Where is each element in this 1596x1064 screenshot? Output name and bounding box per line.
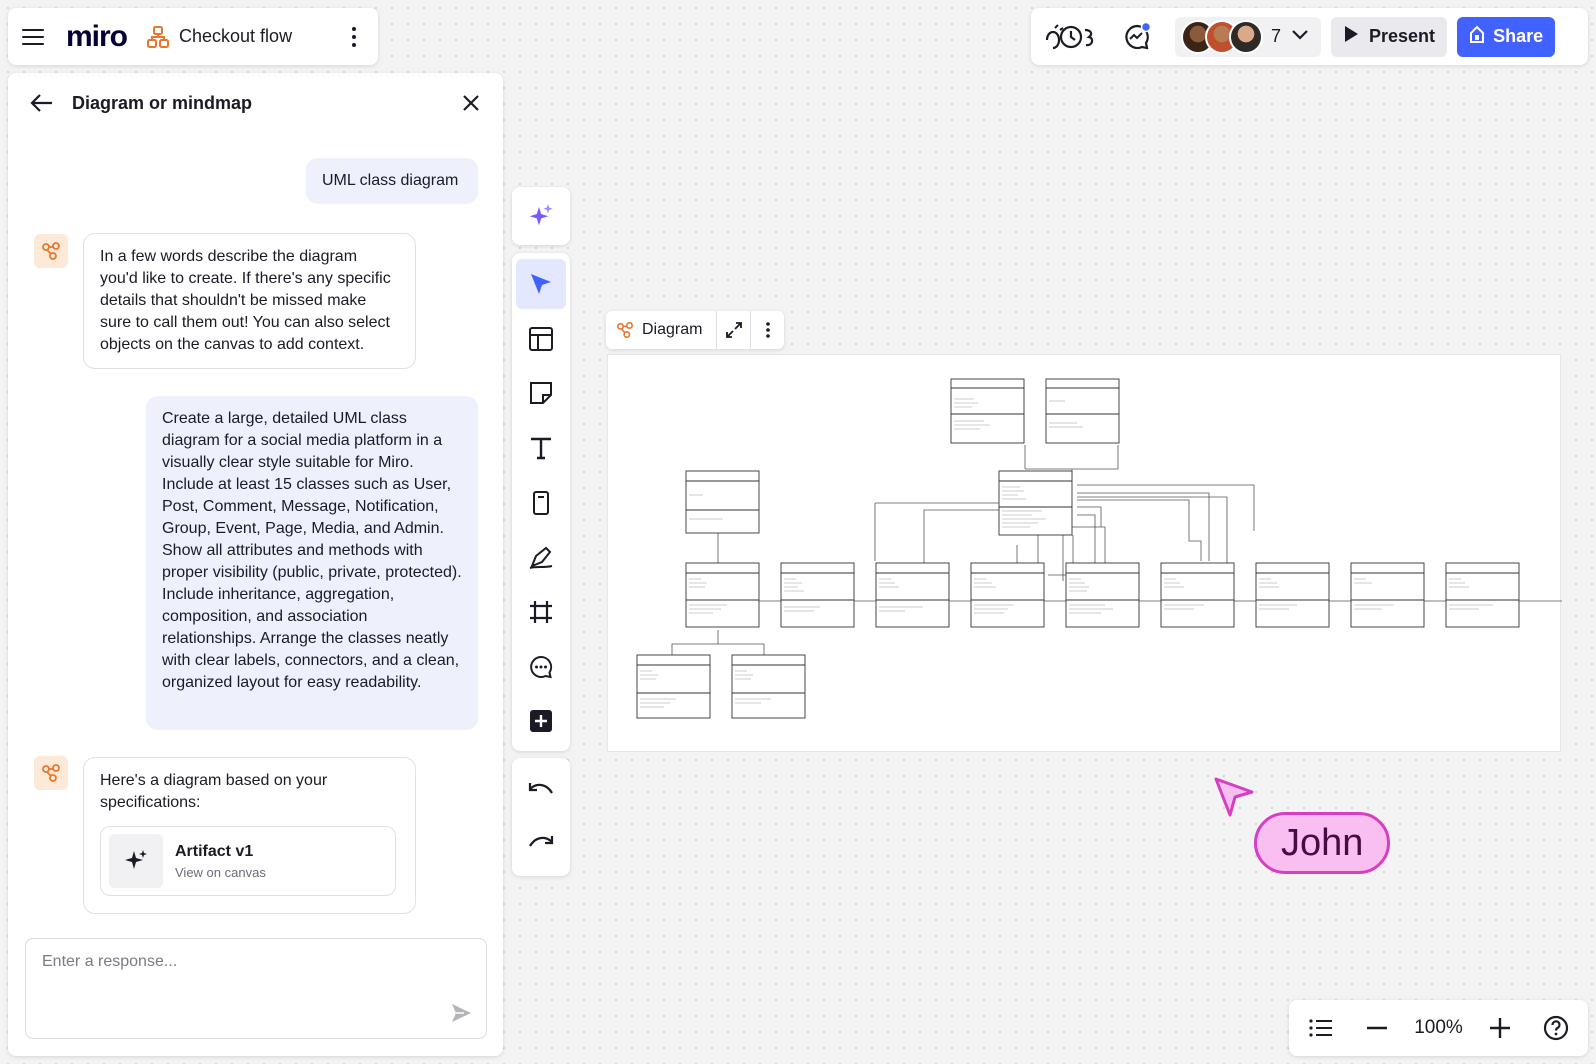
more-vertical-icon[interactable] (751, 311, 784, 349)
user-message: Create a large, detailed UML class diagr… (146, 396, 478, 730)
zoom-level[interactable]: 100% (1414, 1017, 1463, 1038)
avatar (1229, 19, 1263, 54)
artifact-link[interactable]: View on canvas (175, 864, 266, 880)
share-label: Share (1493, 26, 1544, 46)
chat-icon[interactable] (1109, 17, 1165, 57)
response-box (25, 938, 487, 1039)
board-title[interactable]: Checkout flow (179, 26, 293, 46)
send-icon[interactable] (450, 1002, 472, 1024)
chevron-down-icon (1291, 28, 1309, 46)
pen-icon[interactable] (516, 532, 566, 582)
creation-toolbar (512, 253, 570, 751)
lock-icon (1469, 25, 1485, 48)
top-right-bar: 7 Present Share (1031, 8, 1588, 65)
redo-icon[interactable] (516, 819, 566, 869)
uml-diagram (636, 378, 1562, 719)
diagram-icon (34, 234, 68, 268)
hamburger-icon[interactable] (22, 28, 44, 45)
minus-icon[interactable] (1359, 1010, 1395, 1046)
divider (716, 311, 718, 349)
frame-label[interactable]: Diagram (606, 311, 784, 349)
diagram-frame[interactable] (607, 354, 1562, 752)
reactions-icon[interactable] (1043, 17, 1099, 57)
uml-classes (636, 378, 1520, 719)
sparkle-icon (109, 834, 163, 888)
assistant-message-text: Here's a diagram based on your specifica… (100, 772, 328, 811)
close-icon[interactable] (461, 93, 481, 113)
select-arrow-icon[interactable] (516, 259, 566, 309)
collaborator-cursor-label: John (1254, 812, 1391, 874)
miro-logo[interactable]: miro (66, 19, 128, 53)
org-chart-icon (147, 25, 170, 48)
more-vertical-icon[interactable] (344, 23, 364, 51)
response-input[interactable] (42, 953, 442, 971)
card-icon[interactable] (516, 478, 566, 528)
divider (750, 311, 752, 349)
diagram-icon (34, 756, 68, 790)
template-icon[interactable] (516, 314, 566, 364)
user-message: UML class diagram (306, 158, 478, 204)
sparkle-icon[interactable] (516, 191, 566, 241)
ai-toolbar (512, 187, 570, 245)
help-icon[interactable] (1538, 1010, 1574, 1046)
frame-label-text: Diagram (642, 321, 703, 338)
panel-title: Diagram or mindmap (72, 92, 253, 113)
frame-icon[interactable] (516, 587, 566, 637)
zoom-bar: 100% (1289, 1000, 1588, 1056)
artifact-card[interactable]: Artifact v1 View on canvas (100, 826, 396, 896)
back-arrow-icon[interactable] (30, 93, 54, 113)
panel-header: Diagram or mindmap (8, 73, 503, 133)
artifact-title: Artifact v1 (175, 842, 254, 860)
plus-icon[interactable] (1482, 1010, 1518, 1046)
board-bar: miro Checkout flow (8, 8, 378, 65)
present-label: Present (1369, 26, 1436, 46)
sticky-note-icon[interactable] (516, 368, 566, 418)
collaborator-cursor-icon (1214, 777, 1254, 817)
share-button[interactable]: Share (1457, 16, 1556, 57)
text-icon[interactable] (516, 423, 566, 473)
present-button[interactable]: Present (1331, 16, 1448, 57)
expand-icon[interactable] (717, 311, 750, 349)
plus-square-icon[interactable] (516, 696, 566, 746)
history-toolbar (512, 758, 570, 876)
assistant-message: In a few words describe the diagram you'… (83, 233, 416, 369)
undo-icon[interactable] (516, 766, 566, 816)
collaborator-count: 7 (1271, 26, 1282, 46)
collaborators[interactable]: 7 (1175, 16, 1322, 57)
comment-icon[interactable] (516, 642, 566, 692)
diagram-icon (616, 321, 634, 339)
list-icon[interactable] (1303, 1010, 1339, 1046)
play-icon (1343, 25, 1359, 48)
